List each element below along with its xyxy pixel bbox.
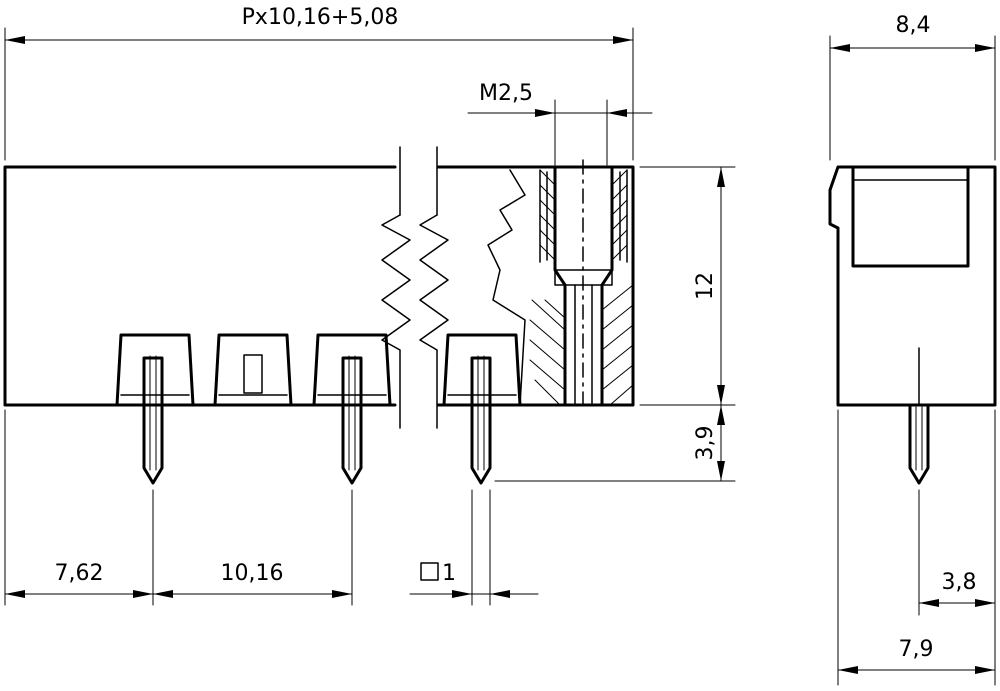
dim-side-pin-offset: 3,8 (942, 570, 977, 595)
dim-pin-pitch: 10,16 (221, 561, 284, 586)
side-body (828, 165, 997, 407)
dim-side-base-depth: 7,9 (899, 637, 934, 662)
front-view: Px10,16+5,08 M2,5 12 3,9 7,62 10,16 1 (3, 5, 736, 606)
side-dimension-lines (829, 44, 996, 674)
pins (142, 355, 492, 485)
dim-overall-length: Px10,16+5,08 (242, 5, 399, 30)
side-pin (908, 403, 930, 485)
screw-section (487, 159, 634, 407)
dim-screw-thread: M2,5 (479, 81, 533, 106)
pin-2 (341, 355, 363, 485)
front-dimension-lines (4, 36, 725, 598)
side-recess (851, 165, 970, 268)
dim-body-height: 12 (693, 272, 718, 300)
front-body-right (436, 165, 635, 407)
pin-3 (470, 355, 492, 485)
side-view: 8,4 3,8 7,9 (828, 13, 997, 686)
dim-pin-square: 1 (442, 561, 456, 586)
side-extension-lines (829, 35, 996, 686)
pin-cavities (115, 333, 522, 407)
break-lines (381, 146, 449, 429)
front-body-left (3, 165, 397, 407)
dim-pin-length: 3,9 (693, 426, 718, 461)
dim-edge-to-first-pin: 7,62 (55, 561, 104, 586)
square-symbol (420, 562, 439, 581)
pin-1 (142, 355, 164, 485)
front-extension-lines (4, 27, 736, 606)
dim-side-depth: 8,4 (896, 13, 931, 38)
